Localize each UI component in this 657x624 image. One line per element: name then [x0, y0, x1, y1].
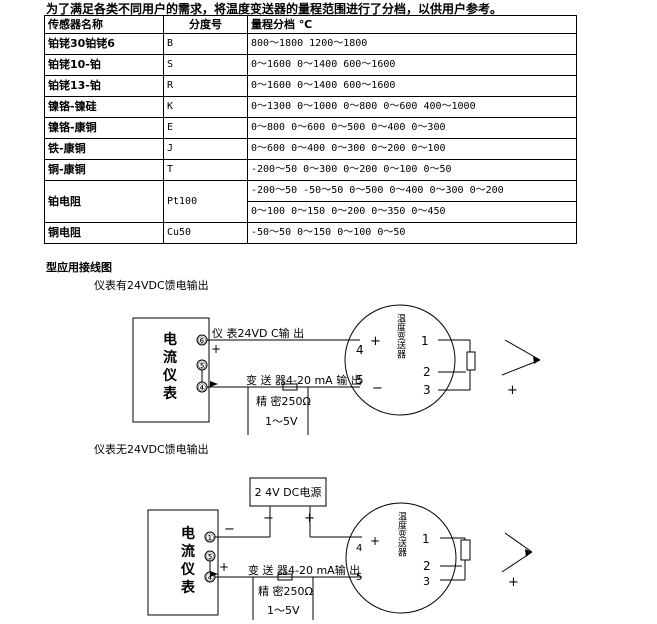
diagram1-resistor-label: 精 密250Ω — [256, 394, 311, 408]
diagram1-t3: 3 — [423, 383, 431, 397]
diagram1-outer-plus: + — [507, 383, 518, 398]
diagram2-meter-char-1: 电 — [181, 525, 195, 542]
diagram2-t3: 3 — [423, 575, 430, 588]
diagram1-transmitter-output-label: 变 送 器4-20 mA 输 出 — [246, 373, 362, 387]
diagram2-resistor — [277, 573, 293, 581]
diagram1-inner-plus: + — [370, 334, 381, 349]
diagram1-caption: 仪表有24VDC馈电输出 — [94, 279, 209, 292]
diagram1-meter-char-1: 电 — [163, 331, 177, 348]
diagram2-inner-plus: + — [508, 575, 519, 590]
diagram1-t2: 2 — [423, 365, 431, 379]
diagram2-t4: 4 — [356, 543, 362, 554]
diagram2-junction-arrow — [525, 549, 532, 557]
diagram1-t5: 5 — [356, 373, 364, 387]
diagram1-thermocouple-wire-a — [504, 339, 541, 361]
diagram2-caption: 仪表无24VDC馈电输出 — [94, 443, 209, 456]
sensor-name: 铜电阻 — [44, 222, 164, 244]
diagram2-thermocouple-wire-a — [504, 532, 533, 553]
diagram1-meter-char-2: 流 — [163, 349, 177, 366]
table-row: 铂铑13-铂 R 0～1600 0～1400 600～1600 — [44, 75, 577, 97]
diagram2-minus-left: − — [224, 522, 235, 537]
sensor-range-table: 传感器名称 分度号 量程分档 ℃ 铂铑30铂铑6 B 800～1800 1200… — [44, 15, 577, 244]
diagram2-term-1-label: ① — [206, 533, 215, 544]
diagram2-voltage-label: 1～5V — [267, 604, 300, 617]
diagram2-resistor-label: 精 密250Ω — [258, 584, 313, 598]
table-row: 铂电阻 Pt100 -200～50 -50～50 0～500 0～400 0～3… — [44, 180, 577, 223]
diagram2-outer-plus: + — [370, 534, 380, 548]
diagram1-meter-box — [132, 317, 210, 423]
diagram1-t1: 1 — [421, 334, 429, 348]
diagram2-psu-minus: − — [263, 511, 274, 526]
diagram1-transmitter-circle — [344, 304, 456, 416]
diagram1-junction-arrow — [533, 356, 540, 364]
sensor-range: -50～50 0～150 0～100 0～50 — [247, 222, 577, 244]
diagram2-psu-plus: + — [304, 511, 315, 526]
diagram1-voltage-label: 1～5V — [265, 415, 298, 428]
diagram2-psu-box — [249, 477, 327, 507]
diagram2-transmitter-output-label: 变 送 器4-20 mA输 出 — [248, 563, 360, 577]
diagram1-thermocouple-wire-b — [501, 359, 541, 376]
diagram1-term-6-label: ⑥ — [198, 336, 207, 347]
diagram1-meter-char-3: 仪 — [162, 368, 178, 384]
sensor-name: 铂铑10-铂 — [44, 54, 164, 76]
table-header-row: 传感器名称 分度号 量程分档 ℃ — [44, 15, 577, 34]
diagram2-meter-char-2: 流 — [181, 543, 195, 560]
diagram1-plus-sign: + — [211, 342, 221, 356]
diagram2-t1: 1 — [422, 532, 430, 546]
diagram2-sensor-resistor — [460, 539, 471, 561]
diagram2-term-5-label: ⑤ — [206, 552, 215, 563]
diagram1-term-4-label: ④ — [198, 383, 207, 394]
diagram1-meter-char-4: 表 — [162, 385, 178, 402]
diagram2-meter-char-3: 仪 — [180, 562, 196, 578]
diagram2-device-label: 温度变送器 — [396, 511, 407, 556]
intro-text: 为了满足各类不同用户的需求，将温度变送器的量程范围进行了分档，以供用户参考。 — [46, 2, 503, 16]
table-row: 镍铬-康铜 E 0～800 0～600 0～500 0～400 0～300 — [44, 117, 577, 139]
table-row: 铁-康铜 J 0～600 0～400 0～300 0～200 0～100 — [44, 138, 577, 160]
diagram1-sensor-resistor — [466, 351, 476, 371]
diagram2-transmitter-circle — [345, 502, 457, 614]
diagram1-resistor — [282, 383, 298, 391]
table-row: 铂铑10-铂 S 0～1600 0～1400 600～1600 — [44, 54, 577, 76]
diagram1-term-5-label: ⑤ — [198, 361, 207, 372]
table-row: 铜-康铜 T -200～50 0～300 0～200 0～100 0～50 — [44, 159, 577, 181]
diagram2-t2: 2 — [423, 559, 431, 573]
diagram2-meter-char-4: 表 — [180, 579, 196, 596]
diagram2-plus-left: + — [219, 560, 229, 574]
section-title: 型应用接线图 — [46, 261, 112, 274]
diagram2-term-4-label: ④ — [206, 573, 215, 584]
diagram1-meter-output-label: 仪 表24VD C输 出 — [212, 326, 304, 340]
diagram2-meter-box — [147, 509, 219, 616]
diagram2-t5: 5 — [356, 572, 362, 583]
diagram1-device-label: 温度变送器 — [395, 313, 406, 358]
header-code: 分度号 — [163, 15, 248, 34]
sensor-code: Pt100 — [163, 180, 248, 223]
diagram1-t4: 4 — [356, 343, 364, 357]
diagram1-inner-minus: − — [372, 381, 383, 396]
diagram2-psu-label: 2 4V DC电源 — [255, 485, 322, 499]
table-row: 铜电阻 Cu50 -50～50 0～150 0～100 0～50 — [44, 222, 577, 244]
sensor-name: 铂电阻 — [44, 180, 164, 223]
